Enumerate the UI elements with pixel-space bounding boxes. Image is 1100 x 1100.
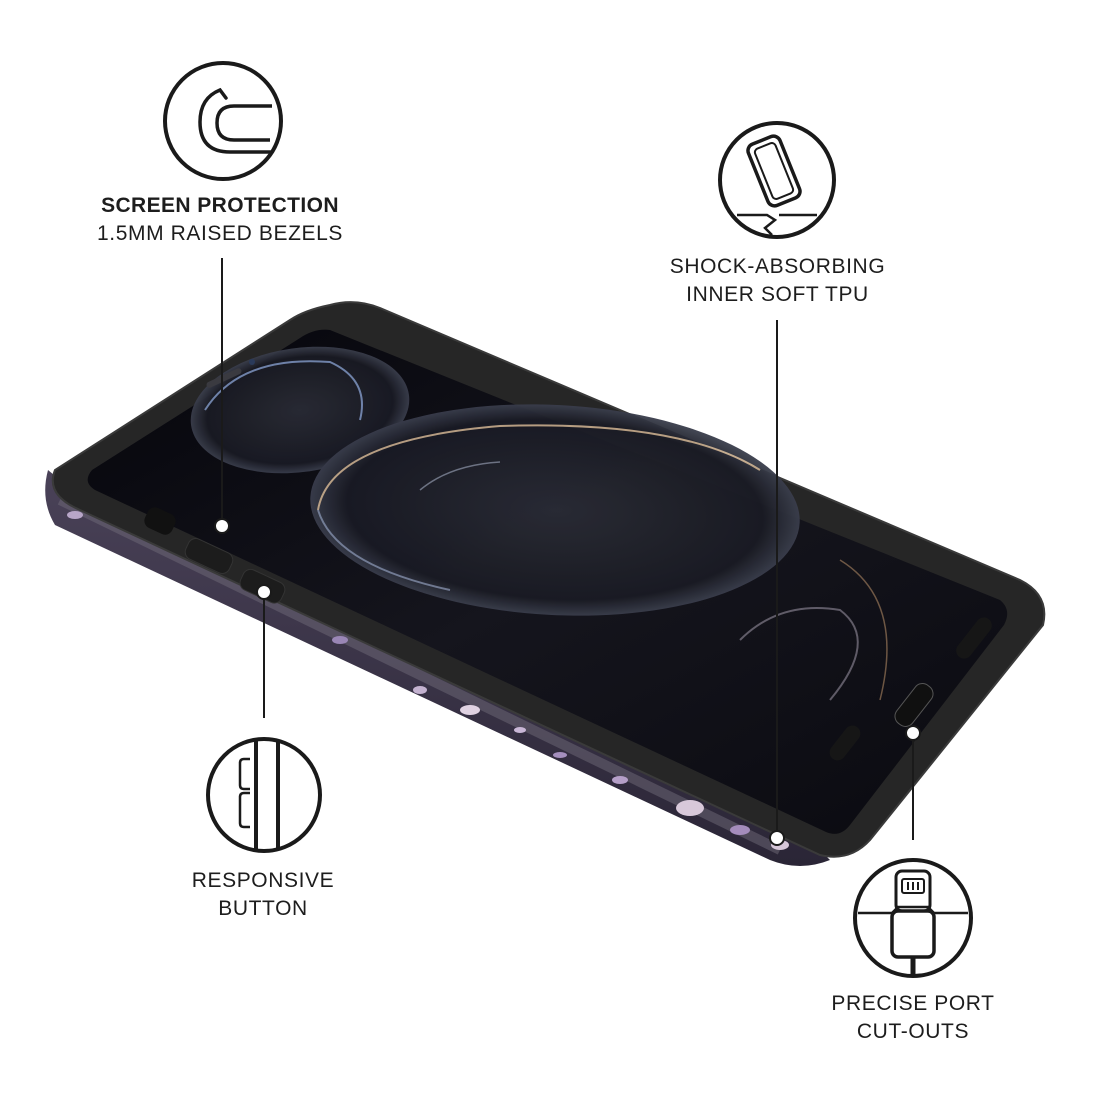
phone-drop-icon: [718, 121, 836, 239]
responsive-button-label: RESPONSIVE BUTTON: [163, 867, 363, 923]
leader-line-screen-protection: [221, 258, 223, 523]
front-camera: [249, 359, 255, 365]
lightning-cable-icon: [853, 858, 973, 978]
callout-dot-precise-port: [905, 725, 921, 741]
wallpaper: [190, 346, 888, 701]
callout-dot-screen-protection: [214, 518, 230, 534]
shock-absorbing-label: SHOCK-ABSORBING INNER SOFT TPU: [620, 253, 935, 309]
shock-absorbing-line1: SHOCK-ABSORBING: [669, 255, 886, 278]
screen-protection-label: SCREEN PROTECTION 1.5MM RAISED BEZELS: [60, 192, 380, 248]
speaker-cutout-left: [829, 725, 861, 761]
screen-protection-title: SCREEN PROTECTION: [101, 194, 339, 217]
precise-port-line2: CUT-OUTS: [856, 1020, 970, 1043]
shock-absorbing-line2: INNER SOFT TPU: [686, 283, 869, 306]
leader-line-shock-absorbing: [776, 320, 778, 835]
callout-dot-shock-absorbing: [769, 830, 785, 846]
leader-line-responsive-button: [263, 598, 265, 718]
precise-port-label: PRECISE PORT CUT-OUTS: [793, 990, 1033, 1046]
responsive-button-line2: BUTTON: [218, 897, 308, 920]
responsive-button-line1: RESPONSIVE: [191, 869, 335, 892]
speaker-cutout-right: [956, 617, 992, 659]
earpiece-speaker: [206, 368, 242, 388]
screen-protection-subtitle: 1.5MM RAISED BEZELS: [97, 222, 343, 245]
charging-port-cutout: [894, 683, 934, 727]
precise-port-line1: PRECISE PORT: [831, 992, 995, 1015]
volume-button: [184, 538, 234, 574]
screen-protection-icon: [163, 61, 283, 181]
side-button-icon: [206, 737, 322, 853]
leader-line-precise-port: [912, 740, 914, 840]
mute-switch-cutout: [144, 507, 176, 535]
